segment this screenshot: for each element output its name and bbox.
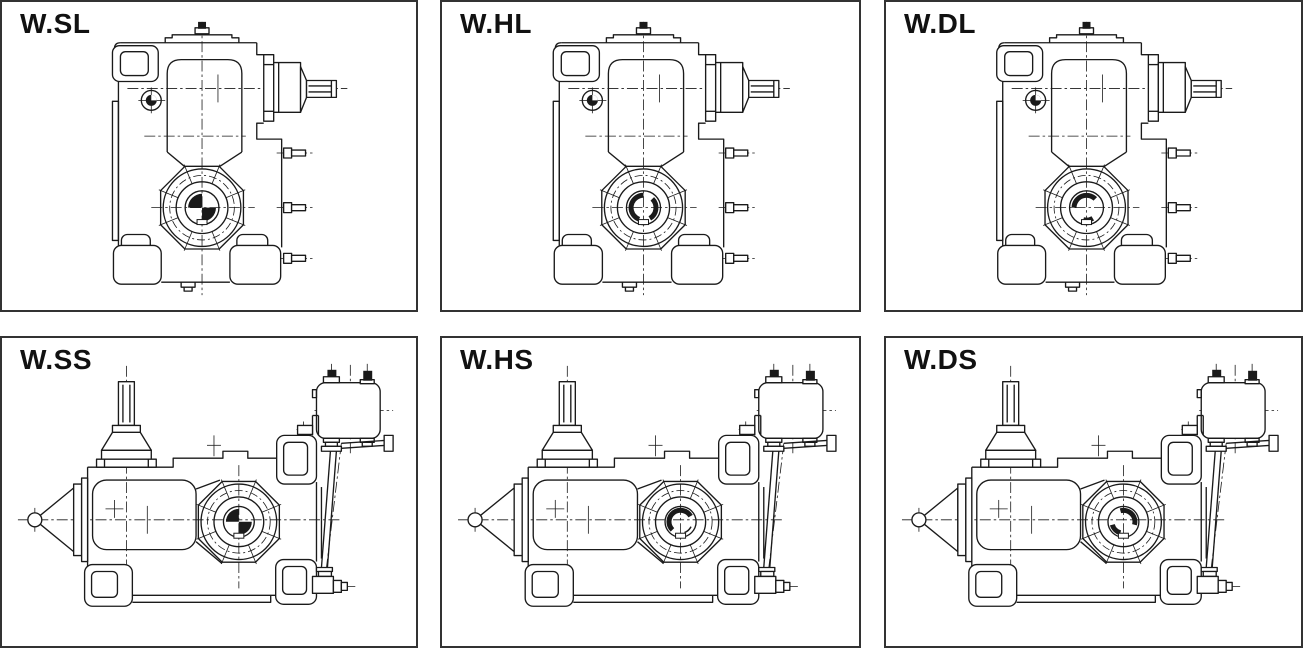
gearbox-plan-view-drawing [901,363,1279,607]
panel-w-ds: W.DS [884,336,1303,648]
model-label: W.DS [904,344,978,375]
gearbox-plan-view-drawing [457,363,837,607]
model-label: W.HL [460,8,532,39]
output-bore-hollow-shaft [1109,507,1138,539]
output-bore-hollow-shaft [666,507,693,539]
panel-w-hs: W.HS [440,336,861,648]
output-bore-hollow-shaft [628,192,659,226]
gearbox-side-view-drawing [996,21,1233,296]
model-label: W.HS [460,344,534,375]
output-bore-solid-shaft [225,508,252,539]
output-bore-hollow-shaft [1071,192,1098,226]
model-label: W.SL [20,8,91,39]
gearbox-side-view-drawing [552,21,791,296]
output-bore-solid-shaft [188,193,216,226]
panel-w-hl: W.HL [440,0,861,312]
panel-w-ss: W.SS [0,336,418,648]
gearbox-side-view-drawing [111,21,349,296]
panel-w-dl: W.DL [884,0,1303,312]
model-label: W.SS [20,344,93,375]
model-label: W.DL [904,8,976,39]
panel-w-sl: W.SL [0,0,418,312]
gearbox-plan-view-drawing [17,363,394,607]
